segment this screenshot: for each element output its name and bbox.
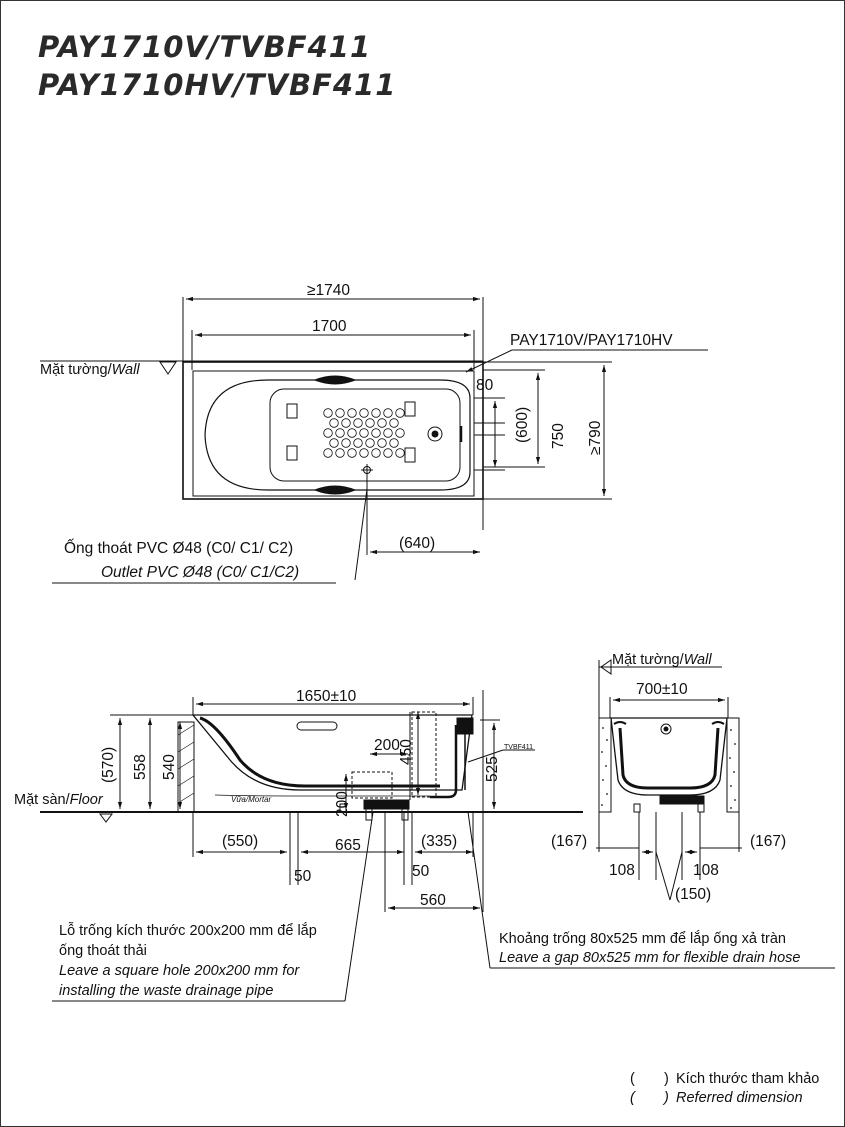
plan-view [40,296,708,584]
dim-overall-length: ≥1740 [307,282,350,299]
dim-640: (640) [399,535,435,552]
dim-700: 700±10 [636,681,688,698]
dim-167-right: (167) [750,833,786,850]
dim-790: ≥790 [587,420,604,455]
legend-vi: Kích thước tham khảo [676,1071,819,1087]
dim-200-top: 200 [374,737,400,754]
dim-525: 525 [484,756,501,782]
dim-50-right: 50 [412,863,430,880]
dim-540: 540 [161,754,178,780]
model-title-1: PAY1710V/TVBF411 [38,30,372,64]
hole-note-vi-1: Lỗ trống kích thước 200x200 mm để lắp [59,922,317,939]
end-wall-label: Mặt tường/Wall [612,652,712,668]
dim-600: (600) [514,407,531,443]
legend-paren-close-2: ) [662,1090,669,1106]
tvbf-label: TVBF411 [504,744,533,751]
side-view [40,690,835,1002]
dim-750: 750 [550,423,567,449]
legend-en: Referred dimension [676,1090,803,1106]
dim-50-left: 50 [294,868,312,885]
dim-550: (550) [222,833,258,850]
outlet-label-vi: Ống thoát PVC Ø48 (C0/ C1/ C2) [64,539,293,557]
dim-tub-length: 1700 [312,318,347,335]
dim-108-left: 108 [609,862,635,879]
model-title-2: PAY1710HV/TVBF411 [38,68,397,102]
legend-paren-open-2: ( [630,1090,637,1106]
end-view [596,659,742,901]
dim-665: 665 [335,837,361,854]
dim-335: (335) [421,833,457,850]
gap-note-en: Leave a gap 80x525 mm for flexible drain… [499,950,800,966]
dim-570: (570) [100,747,117,783]
floor-label: Mặt sàn/Floor [14,792,104,808]
legend-paren-close-1: ) [664,1071,669,1087]
dim-450: 450 [398,739,415,765]
hole-note-vi-2: ống thoát thải [59,943,147,959]
mortar-label: Vữa/Mortar [231,795,272,804]
dim-200-side: 200 [334,791,351,817]
anti-slip-dots [323,408,405,458]
dim-560: 560 [420,892,446,909]
hole-note-en-1: Leave a square hole 200x200 mm for [59,963,300,979]
wall-label: Mặt tường/Wall [40,362,140,378]
hole-note-en-2: installing the waste drainage pipe [59,983,273,999]
gap-note-vi: Khoảng trống 80x525 mm để lắp ống xả trà… [499,930,786,947]
dim-80: 80 [476,377,494,394]
legend-paren-open-1: ( [630,1071,635,1087]
dim-150: (150) [675,886,711,903]
dim-167-left: (167) [551,833,587,850]
dim-108-right: 108 [693,862,719,879]
outlet-label-en: Outlet PVC Ø48 (C0/ C1/C2) [101,564,299,581]
dim-1650: 1650±10 [296,688,357,705]
model-label: PAY1710V/PAY1710HV [510,332,673,349]
dim-558: 558 [132,754,149,780]
